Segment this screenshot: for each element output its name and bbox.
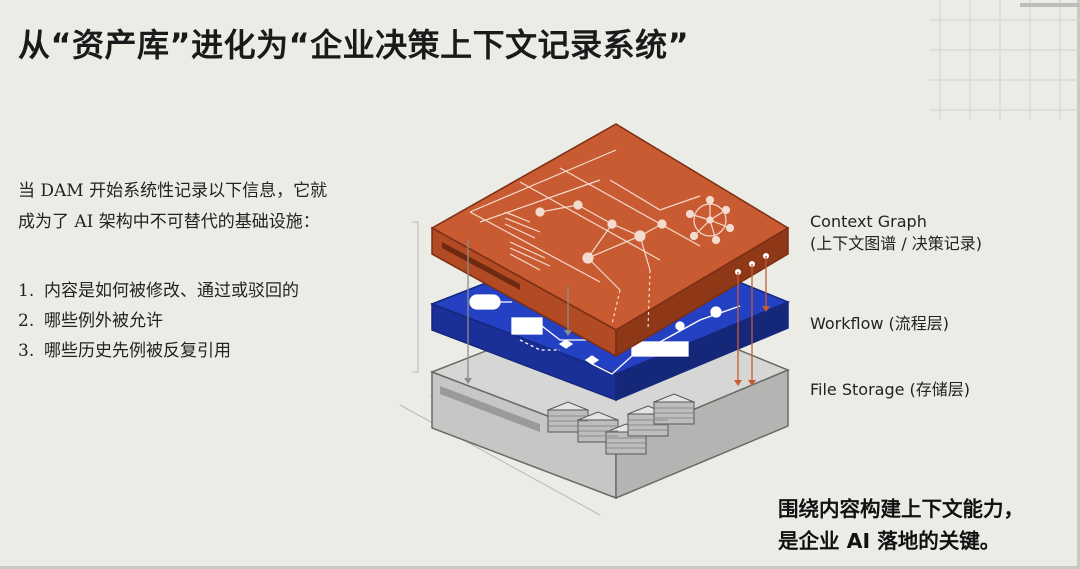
conclusion-line-2: 是企业 AI 落地的关键。 [778,529,1001,553]
page-title: 从“资产库”进化为“企业决策上下文记录系统” [18,26,690,64]
list-item-number: 2. [18,311,35,331]
context-slot [442,242,520,290]
list-item-number: 3. [18,341,35,361]
context-graph-label: Context Graph (上下文图谱 / 决策记录) [810,211,982,255]
storage-disk-stacks [546,393,696,455]
list-item: 2. 哪些例外被允许 [18,306,338,336]
storage-layer-side [615,368,789,500]
file-storage-label: File Storage (存储层) [810,380,971,399]
layer-connectors [464,240,770,386]
list-item-text: 哪些历史先例被反复引用 [44,341,231,361]
workflow-layer-side [615,300,789,402]
intro-paragraph: 当 DAM 开始系统性记录以下信息，它就成为了 AI 架构中不可替代的基础设施： [18,181,328,232]
conclusion-text: 围绕内容构建上下文能力， 是企业 AI 落地的关键。 [778,493,1024,557]
storage-slot [440,386,540,432]
corner-grid-decoration [930,0,1080,120]
list-item: 1. 内容是如何被修改、通过或驳回的 [18,276,338,306]
context-graph-layer [430,123,790,358]
workflow-label: Workflow (流程层) [810,314,950,333]
list-item-text: 哪些例外被允许 [44,311,163,331]
list-item-number: 1. [18,281,35,301]
list-item: 3. 哪些历史先例被反复引用 [18,336,338,366]
context-layer-side [615,226,789,358]
context-graph-name: Context Graph [810,212,927,231]
list-item-text: 内容是如何被修改、通过或驳回的 [44,281,299,301]
context-graph-subtitle: (上下文图谱 / 决策记录) [810,234,983,253]
conclusion-line-1: 围绕内容构建上下文能力， [778,497,1024,521]
layer-stack-illustration [399,123,790,516]
info-list: 1. 内容是如何被修改、通过或驳回的 2. 哪些例外被允许 3. 哪些历史先例被… [18,276,338,366]
context-graph-network [469,149,735,331]
